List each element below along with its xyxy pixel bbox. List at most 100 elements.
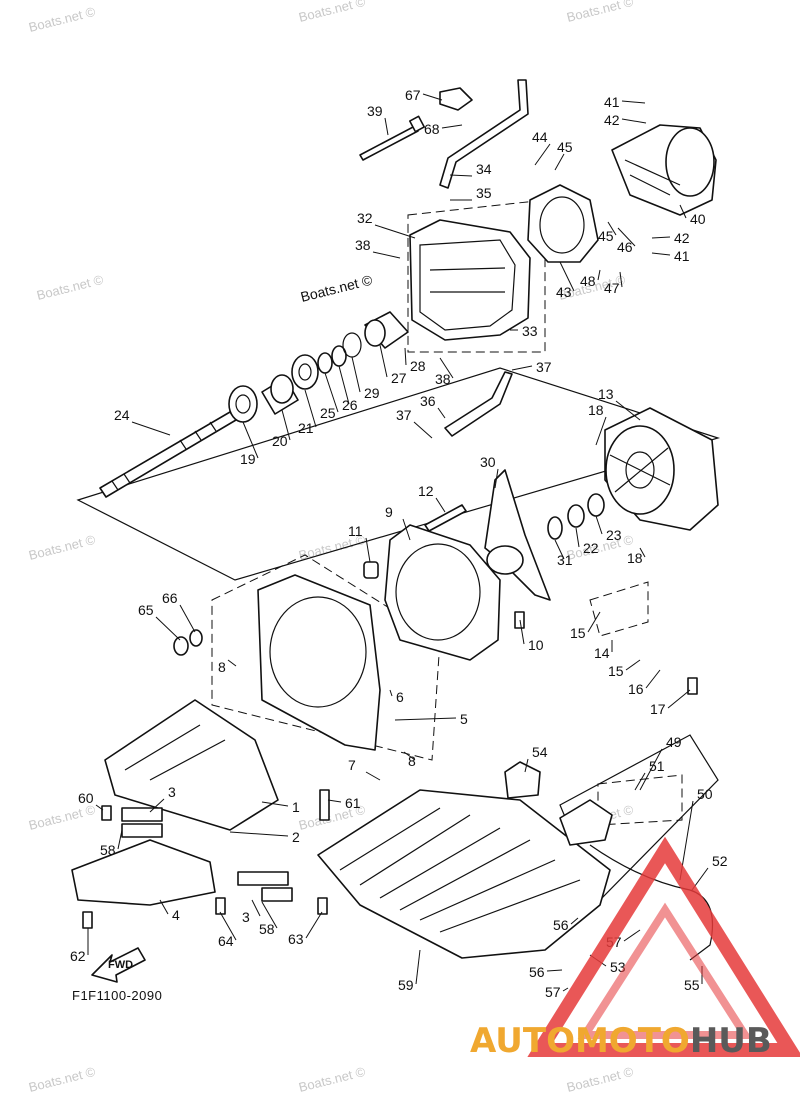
callout-label: 58 [259,921,275,937]
diagram-code: F1F1100-2090 [72,988,162,1003]
callout-label: 33 [522,323,538,339]
callout-leader [621,118,647,124]
callout-label: 57 [545,984,561,1000]
watermark-text: Boats.net © [565,532,635,563]
callout-leader [597,269,601,281]
ride-plate-59 [317,789,611,959]
callout-label: 49 [666,734,682,750]
callout-label: 48 [580,273,596,289]
callout-label: 19 [240,451,256,467]
callout-leader [554,539,565,560]
hose-34 [439,79,529,189]
callout-layer: 1233456788910111213141515161718181920212… [70,87,728,1000]
callout-leader [546,969,563,972]
callout-label: 58 [100,842,116,858]
callout-leader [149,798,165,813]
seal-25-26 [317,345,347,374]
callout-leader [634,772,646,791]
steering-bracket-43 [527,184,599,263]
callout-leader [615,400,641,421]
callout-label: 29 [364,385,380,401]
callout-leader [679,204,687,219]
callout-label: 41 [674,248,690,264]
callout-leader [379,344,388,378]
washers-22-23-31 [547,493,605,540]
callout-label: 17 [650,701,666,717]
bearing-21 [291,354,319,390]
callout-label: 8 [408,753,416,769]
callout-leader [587,611,601,633]
callout-label: 21 [298,420,314,436]
callout-leader [623,929,641,942]
watermark-text: Boats.net © [297,0,367,25]
callout-leader [402,518,411,541]
duct-5 [257,574,381,751]
callout-label: 12 [418,483,434,499]
callout-leader [117,829,123,850]
callout-label: 4 [172,907,180,923]
inline-watermark: Boats.net © [299,271,375,304]
callout-label: 37 [396,407,412,423]
callout-label: 3 [242,909,250,925]
callout-leader [562,987,569,992]
intake-grate-1 [104,699,279,831]
callout-leader [519,619,525,645]
watermark-text: Boats.net © [565,0,635,25]
callout-label: 35 [476,185,492,201]
watermark-text: Boats.net © [27,532,97,563]
callout-leader [595,416,607,446]
callout-label: 50 [697,786,713,802]
callout-label: 5 [460,711,468,727]
callout-leader [219,911,237,941]
callout-label: 31 [557,552,573,568]
callout-leader [384,117,389,136]
callout-label: 42 [674,230,690,246]
callout-leader [621,100,646,104]
callout-leader [327,799,342,803]
callout-leader [570,917,579,925]
housing-9 [384,524,501,661]
callout-leader [554,153,565,171]
callout-leader [159,899,169,915]
callout-label: 40 [690,211,706,227]
callout-label: 51 [649,758,665,774]
callout-label: 62 [70,948,86,964]
callout-leader [95,804,104,811]
callout-leader [639,547,646,558]
callout-label: 56 [553,917,569,933]
callout-label: 11 [348,523,363,539]
callout-leader [617,227,636,247]
callout-leader [437,407,446,419]
callout-label: 1 [292,799,300,815]
callout-leader [625,659,641,671]
callout-label: 52 [712,853,728,869]
bracket-4 [71,839,216,906]
callout-label: 66 [162,590,178,606]
callout-label: 38 [435,371,451,387]
bearing-19 [228,385,258,423]
callout-leader [251,899,261,917]
callout-leader [667,689,691,709]
callout-label: 18 [627,550,643,566]
clip-54 [504,761,541,799]
callout-leader [441,124,463,129]
callout-leader [449,174,473,177]
callout-leader [179,604,196,633]
callout-label: 63 [288,931,304,947]
callout-label: 36 [420,393,436,409]
callout-label: 7 [348,757,356,773]
callout-leader [324,372,339,413]
callout-label: 45 [598,228,614,244]
callout-leader [365,771,381,781]
callout-label: 46 [617,239,633,255]
callout-leader [415,949,421,985]
o-ring-28 [342,332,362,358]
callout-leader [372,251,401,259]
callout-label: 41 [604,94,620,110]
callout-leader [619,271,623,288]
callout-label: 15 [570,625,586,641]
callout-leader [131,421,171,436]
callout-label: 68 [424,121,440,137]
callout-label: 54 [532,744,548,760]
